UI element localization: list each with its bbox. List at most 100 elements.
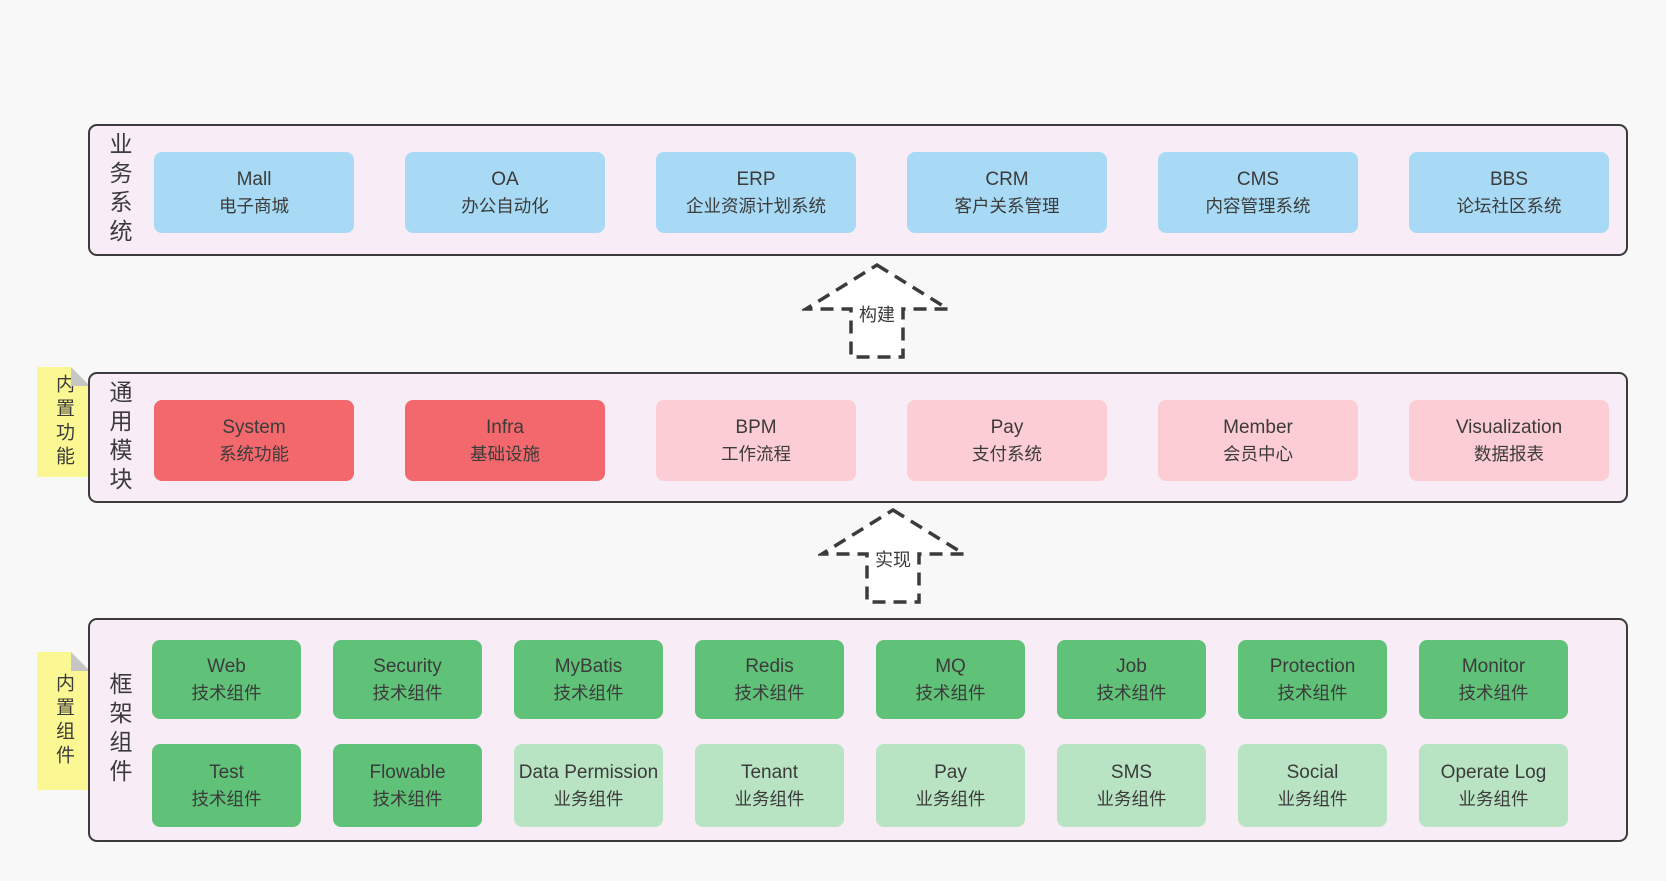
box-title: Tenant (740, 761, 799, 783)
box-subtitle: 技术组件 (553, 682, 624, 703)
box-title: Member (1223, 416, 1293, 438)
box-title: BPM (735, 416, 777, 438)
box-title: Protection (1269, 655, 1356, 677)
box-title: CRM (985, 168, 1029, 190)
note-fold-corner-icon (71, 652, 90, 671)
box-subtitle: 支付系统 (972, 443, 1042, 464)
box-title: Redis (745, 655, 794, 677)
box-subtitle: 数据报表 (1474, 443, 1544, 464)
diagram-box-social: Social 业务组件 (1238, 744, 1387, 827)
sticky-note-built-in-functions: 内置功能 (37, 367, 90, 477)
diagram-box-job: Job 技术组件 (1057, 640, 1206, 719)
box-subtitle: 业务组件 (1458, 788, 1529, 809)
box-subtitle: 企业资源计划系统 (686, 195, 826, 216)
box-subtitle: 基础设施 (470, 443, 540, 464)
build-arrow-label: 构建 (856, 301, 898, 327)
diagram-box-mybatis: MyBatis 技术组件 (514, 640, 663, 719)
diagram-box-redis: Redis 技术组件 (695, 640, 844, 719)
box-title: Test (209, 761, 244, 783)
box-title: OA (491, 168, 519, 190)
diagram-box-visualization: Visualization 数据报表 (1409, 400, 1609, 481)
box-subtitle: 技术组件 (372, 788, 443, 809)
diagram-box-pay: Pay 业务组件 (876, 744, 1025, 827)
box-subtitle: 工作流程 (721, 443, 791, 464)
box-subtitle: 办公自动化 (461, 195, 549, 216)
box-title: MyBatis (554, 655, 623, 677)
diagram-box-flowable: Flowable 技术组件 (333, 744, 482, 827)
box-title: Job (1116, 655, 1147, 677)
layer-business-systems: 业务系统 Mall 电子商城 OA 办公自动化 ERP 企业资源计划系统 CRM 客户关系管理… (88, 124, 1628, 256)
box-title: Visualization (1455, 416, 1563, 438)
layer-components-side-label: 框架组件 (106, 672, 132, 788)
sticky-note-built-in-components: 内置组件 (37, 652, 90, 790)
implement-up-arrow-icon: 实现 (818, 506, 968, 606)
box-title: Web (207, 655, 246, 677)
box-title: Social (1286, 761, 1339, 783)
diagram-box-bpm: BPM 工作流程 (656, 400, 856, 481)
diagram-box-infra: Infra 基础设施 (405, 400, 605, 481)
note-label: 内置组件 (53, 673, 74, 769)
diagram-box-pay: Pay 支付系统 (907, 400, 1107, 481)
layer-modules-side-label: 通用模块 (106, 379, 132, 496)
box-subtitle: 论坛社区系统 (1456, 195, 1562, 216)
box-title: CMS (1236, 168, 1280, 190)
note-label: 内置功能 (53, 374, 74, 470)
box-title: SMS (1110, 761, 1153, 783)
box-subtitle: 电子商城 (219, 195, 289, 216)
box-subtitle: 会员中心 (1223, 443, 1293, 464)
layer-business-side-label: 业务系统 (106, 132, 132, 248)
diagram-box-oa: OA 办公自动化 (405, 152, 605, 233)
box-subtitle: 业务组件 (1277, 788, 1348, 809)
diagram-box-system: System 系统功能 (154, 400, 354, 481)
box-subtitle: 技术组件 (734, 682, 805, 703)
diagram-box-sms: SMS 业务组件 (1057, 744, 1206, 827)
box-subtitle: 客户关系管理 (954, 195, 1060, 216)
box-title: Pay (990, 416, 1024, 438)
diagram-box-crm: CRM 客户关系管理 (907, 152, 1107, 233)
diagram-box-tenant: Tenant 业务组件 (695, 744, 844, 827)
box-subtitle: 系统功能 (219, 443, 289, 464)
diagram-box-monitor: Monitor 技术组件 (1419, 640, 1568, 719)
build-up-arrow-icon: 构建 (802, 261, 952, 361)
box-title: Monitor (1461, 655, 1526, 677)
box-subtitle: 技术组件 (372, 682, 443, 703)
box-title: Pay (934, 761, 967, 783)
box-subtitle: 业务组件 (734, 788, 805, 809)
box-title: Operate Log (1440, 761, 1547, 783)
box-title: ERP (736, 168, 776, 190)
diagram-box-web: Web 技术组件 (152, 640, 301, 719)
implement-arrow-label: 实现 (872, 546, 914, 572)
layer-common-modules: 通用模块 System 系统功能 Infra 基础设施 BPM 工作流程 Pay 支付系统 Me… (88, 372, 1628, 503)
box-title: System (222, 416, 286, 438)
box-subtitle: 技术组件 (1458, 682, 1529, 703)
diagram-box-operate-log: Operate Log 业务组件 (1419, 744, 1568, 827)
box-title: Mall (236, 168, 272, 190)
box-subtitle: 技术组件 (1277, 682, 1348, 703)
box-subtitle: 技术组件 (191, 788, 262, 809)
diagram-box-security: Security 技术组件 (333, 640, 482, 719)
diagram-box-mq: MQ 技术组件 (876, 640, 1025, 719)
box-subtitle: 技术组件 (191, 682, 262, 703)
note-fold-corner-icon (71, 367, 90, 386)
box-title: Flowable (369, 761, 446, 783)
box-subtitle: 业务组件 (915, 788, 986, 809)
box-title: Data Permission (518, 761, 659, 783)
box-subtitle: 技术组件 (915, 682, 986, 703)
diagram-box-protection: Protection 技术组件 (1238, 640, 1387, 719)
box-title: MQ (935, 655, 966, 677)
box-subtitle: 业务组件 (1096, 788, 1167, 809)
diagram-box-test: Test 技术组件 (152, 744, 301, 827)
box-title: Security (373, 655, 442, 677)
box-title: Infra (485, 416, 525, 438)
diagram-box-member: Member 会员中心 (1158, 400, 1358, 481)
modules-boxes-row: System 系统功能 Infra 基础设施 BPM 工作流程 Pay 支付系统 Member 会… (154, 400, 1609, 481)
box-subtitle: 技术组件 (1096, 682, 1167, 703)
